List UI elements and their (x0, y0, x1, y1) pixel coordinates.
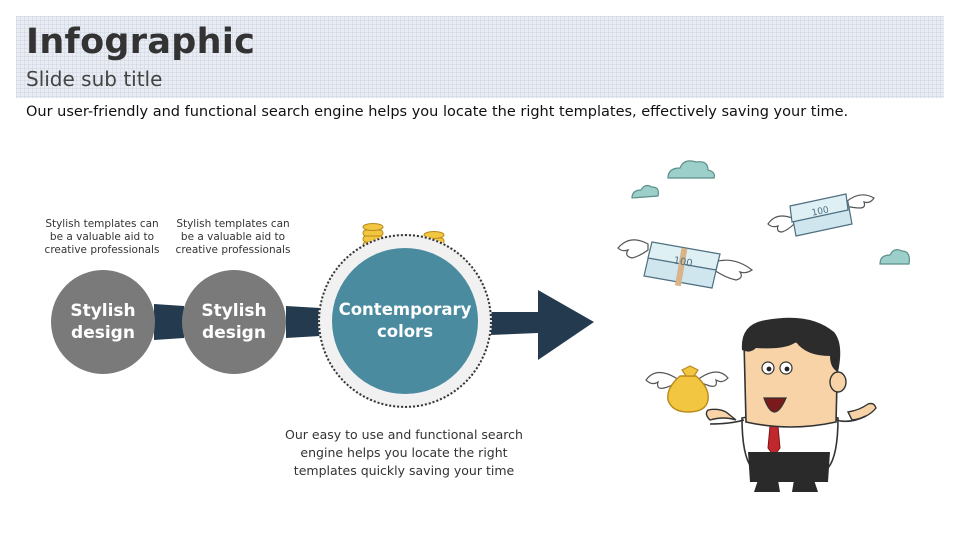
cloud-icon (631, 184, 659, 199)
arrow-connector (490, 290, 594, 360)
businessman-illustration (705, 317, 877, 492)
money-bag-icon (645, 365, 729, 413)
highlight-circle: Contemporary colors (332, 248, 478, 394)
slide-title: Infographic (26, 22, 256, 62)
step-1-label: Stylish design (70, 301, 136, 343)
cloud-icon (667, 160, 715, 179)
svg-text:100: 100 (673, 255, 694, 269)
highlight-label: Contemporary colors (338, 300, 472, 341)
cloud-icon (879, 249, 910, 265)
flying-money-icon: 100 (617, 239, 754, 289)
slide-subtitle: Slide sub title (26, 67, 163, 91)
connector-2 (286, 306, 320, 338)
step-1-circle: Stylish design (51, 270, 155, 374)
svg-text:100: 100 (811, 205, 830, 218)
step-1-caption: Stylish templates can be a valuable aid … (44, 218, 160, 256)
connector-1 (154, 304, 184, 340)
slide-description: Our user-friendly and functional search … (26, 104, 849, 120)
step-2-label: Stylish design (201, 301, 267, 343)
flying-money-icon: 100 (767, 193, 875, 237)
highlight-caption: Our easy to use and functional search en… (285, 427, 523, 478)
step-2-circle: Stylish design (182, 270, 286, 374)
title-banner (16, 16, 944, 98)
step-2-caption: Stylish templates can be a valuable aid … (175, 218, 291, 256)
